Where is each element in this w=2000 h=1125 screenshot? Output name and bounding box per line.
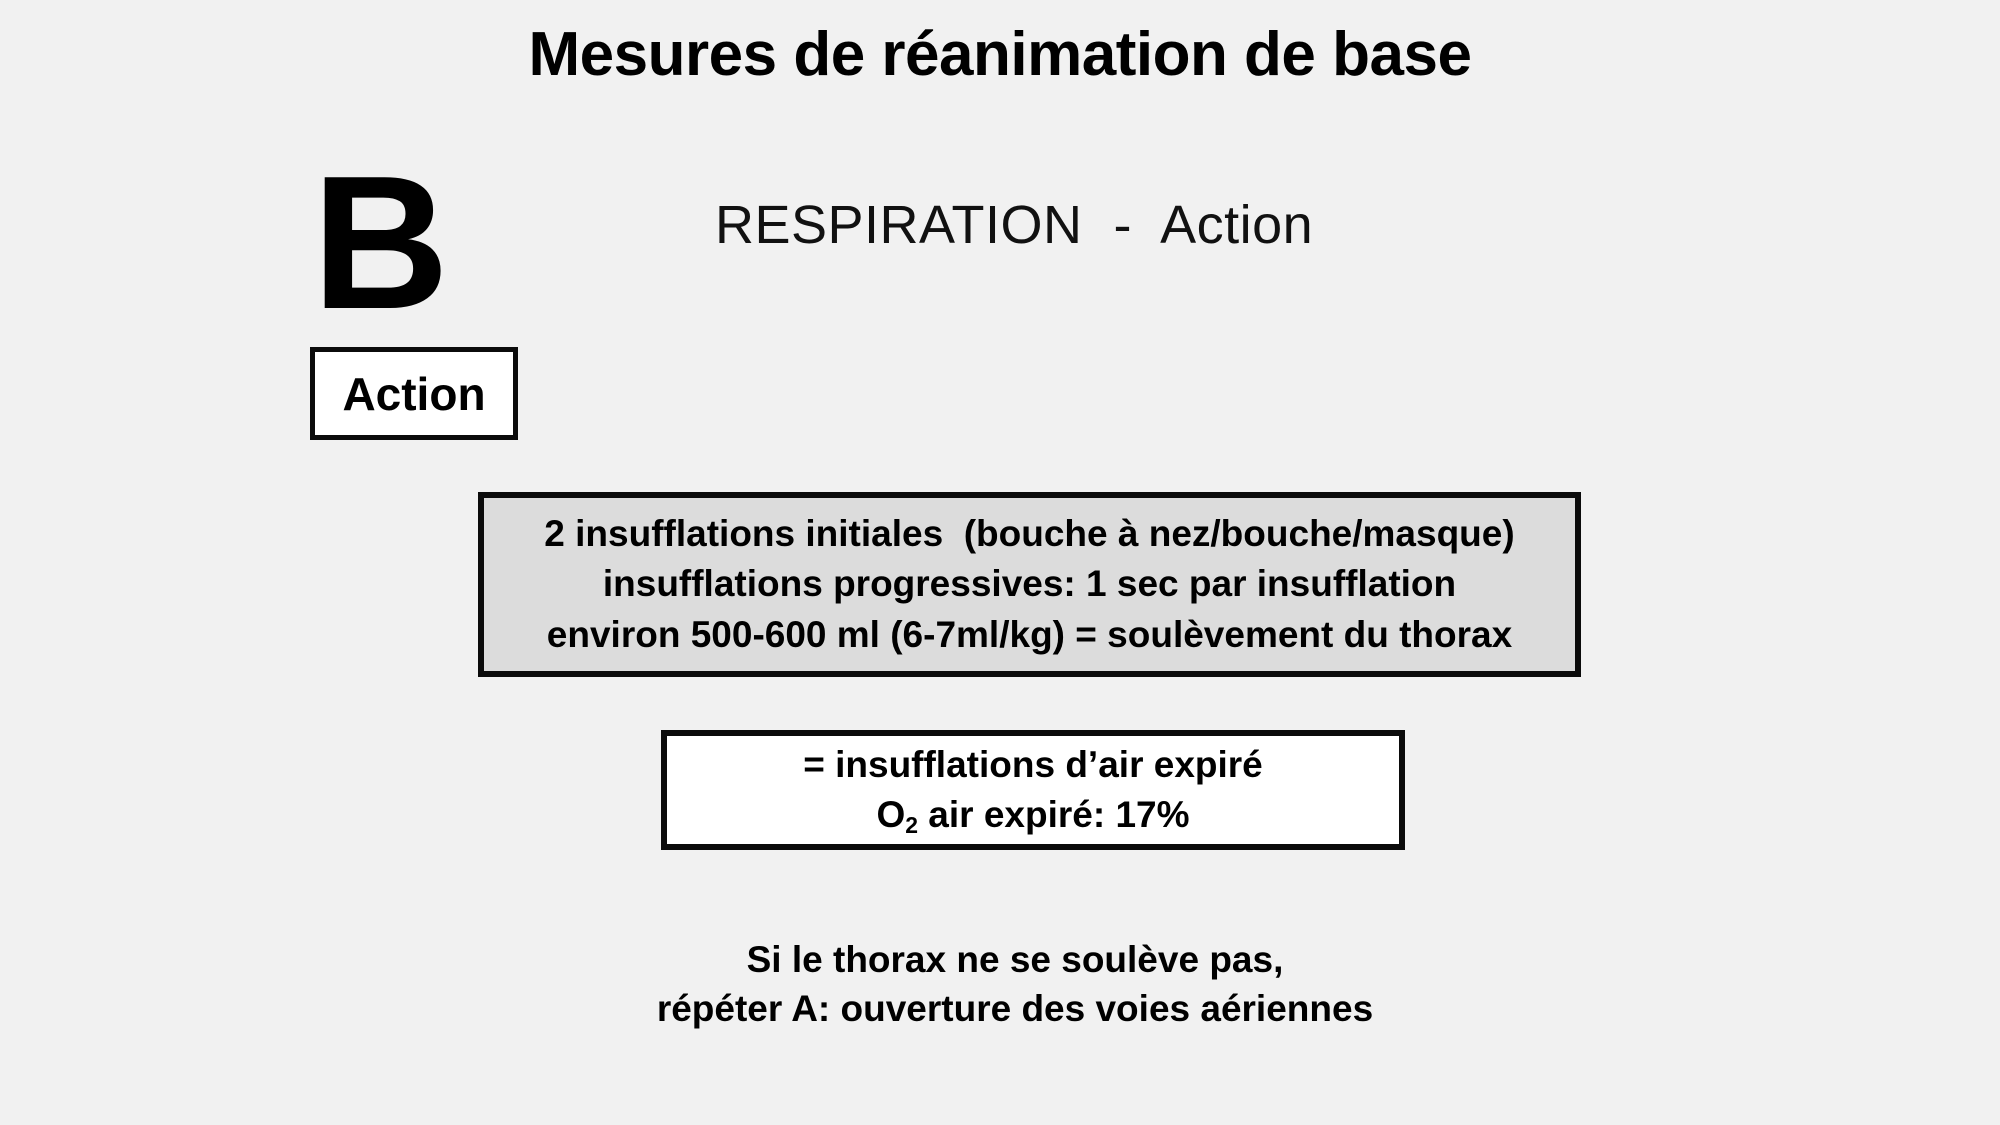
instruction-line-3: environ 500-600 ml (6-7ml/kg) = soulèvem… [546,613,1513,655]
expired-air-percentage: air expiré: 17% [918,794,1190,835]
expired-air-line-2: O2 air expiré: 17% [876,790,1189,840]
expired-air-line-1: = insufflations d’air expiré [803,743,1263,785]
page-title: Mesures de réanimation de base [528,20,1472,89]
step-letter-b: B [312,137,449,349]
expired-air-box: = insufflations d’air expiré O2 air expi… [661,730,1405,850]
oxygen-symbol: O [876,794,906,835]
action-chip-label: Action [342,367,486,420]
instruction-line-2: insufflations progressives: 1 sec par in… [602,563,1457,605]
footer-note-line-2: répéter A: ouverture des voies aériennes [656,988,1374,1030]
oxygen-subscript: 2 [905,812,919,839]
instruction-line-1: 2 insufflations initiales (bouche à nez/… [544,513,1515,555]
insufflation-instructions-box: 2 insufflations initiales (bouche à nez/… [478,492,1581,677]
footer-note: Si le thorax ne se soulève pas, répéter … [0,935,2000,1033]
footer-note-line-1: Si le thorax ne se soulève pas, [746,939,1284,980]
section-heading-respiration-action: RESPIRATION - Action [715,195,1314,255]
action-chip: Action [310,347,518,440]
